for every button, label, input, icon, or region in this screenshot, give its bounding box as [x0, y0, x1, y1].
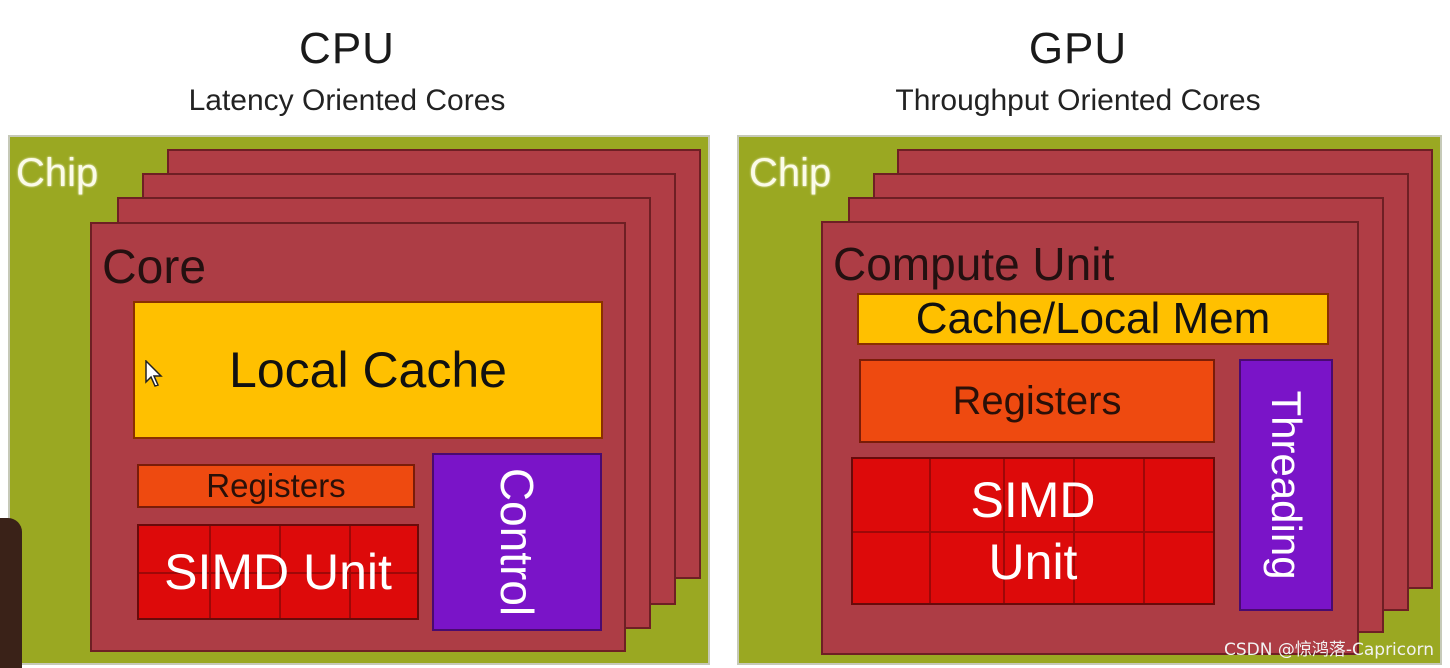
- gpu-chip-label: Chip: [749, 151, 832, 195]
- gpu-cache-label: Cache/Local Mem: [915, 294, 1271, 343]
- cpu-core-label: Core: [102, 241, 207, 294]
- gpu-registers: Registers: [859, 359, 1215, 443]
- cpu-local-cache-label: Local Cache: [229, 342, 507, 398]
- gpu-compute-unit-label: Compute Unit: [833, 238, 1115, 290]
- gpu-simd-label-line2: Unit: [988, 534, 1078, 590]
- gpu-compute-unit: Compute Unit Cache/Local Mem Registers S…: [821, 221, 1359, 655]
- csdn-watermark: CSDN @惊鸿落-Capricorn: [1223, 640, 1434, 660]
- cpu-chip-label: Chip: [16, 151, 99, 195]
- cpu-title: CPU: [299, 24, 395, 73]
- cpu-registers-label: Registers: [206, 467, 346, 504]
- gpu-subtitle: Throughput Oriented Cores: [895, 84, 1261, 117]
- gpu-simd-label-line1: SIMD: [970, 471, 1096, 528]
- cpu-local-cache: Local Cache: [133, 301, 603, 439]
- cpu-simd-unit: SIMD Unit: [137, 524, 419, 620]
- cpu-simd-label: SIMD Unit: [164, 544, 392, 600]
- gpu-threading: Threading: [1239, 359, 1333, 611]
- cpu-core: Core Local Cache Registers SIMD Unit Con…: [90, 222, 626, 652]
- gpu-cache-local-mem: Cache/Local Mem: [857, 293, 1329, 345]
- presenter-person: [0, 518, 22, 668]
- gpu-chip: Chip Compute Unit Cache/Local Mem Regist…: [737, 135, 1442, 665]
- cpu-chip: Chip Core Local Cache Registers SIMD Uni…: [8, 135, 710, 665]
- gpu-title: GPU: [1028, 24, 1128, 73]
- gpu-registers-label: Registers: [952, 378, 1122, 423]
- cpu-registers: Registers: [137, 464, 415, 508]
- gpu-simd-unit: SIMD Unit: [851, 457, 1215, 605]
- cpu-control: Control: [432, 453, 602, 631]
- mouse-cursor-icon: [145, 360, 163, 387]
- cpu-subtitle: Latency Oriented Cores: [188, 84, 506, 117]
- cpu-control-label: Control: [491, 467, 543, 617]
- gpu-threading-label: Threading: [1263, 390, 1310, 580]
